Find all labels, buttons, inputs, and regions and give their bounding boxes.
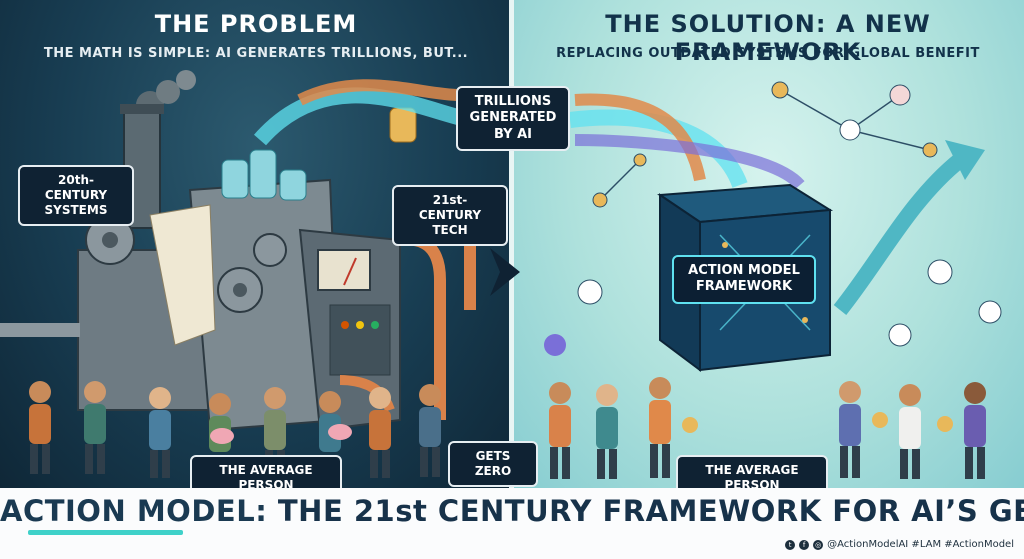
data-flow: [253, 79, 805, 190]
twitter-icon: t: [785, 539, 796, 550]
solution-subtitle: REPLACING OUTDATED SYSTEMS FOR GLOBAL BE…: [556, 46, 980, 61]
people-right: [549, 377, 986, 479]
social-handles: t f ◎ @ActionModelAI #LAM #ActionModel: [785, 539, 1014, 550]
problem-title: THE PROBLEM: [154, 10, 358, 38]
footer-title-rest: THE 21st CENTURY FRAMEWORK FOR AI’S GENE…: [277, 494, 1024, 528]
growth-arrow: [833, 153, 966, 315]
label-trillions-generated: TRILLIONS GENERATED BY AI: [456, 86, 570, 151]
solution-title: THE SOLUTION: A NEW FRAMEWORK: [605, 10, 931, 66]
problem-subtitle: THE MATH IS SIMPLE: AI GENERATES TRILLIO…: [43, 46, 469, 61]
label-20th-century-systems: 20th-CENTURY SYSTEMS: [18, 165, 134, 226]
label-21st-century-tech: 21st-CENTURY TECH: [392, 185, 508, 246]
footer-banner: ACTION MODEL: THE 21st CENTURY FRAMEWORK…: [0, 488, 1024, 559]
facebook-icon: f: [799, 539, 810, 550]
label-gets-zero: GETS ZERO: [448, 441, 538, 487]
instagram-icon: ◎: [813, 539, 824, 550]
illustration: [0, 70, 1002, 479]
footer-underline: [28, 530, 183, 535]
footer-title: ACTION MODEL: THE 21st CENTURY FRAMEWORK…: [0, 494, 1024, 528]
footer-title-prefix: ACTION MODEL:: [0, 494, 268, 528]
benefit-icons: [544, 259, 1002, 356]
old-machine: [0, 178, 476, 432]
coin-stacks: [221, 107, 417, 201]
panel-divider: [509, 0, 514, 488]
right-arrow-icon: [490, 248, 520, 296]
social-text: @ActionModelAI #LAM #ActionModel: [827, 539, 1014, 550]
label-action-model-framework: ACTION MODEL FRAMEWORK: [672, 255, 816, 304]
network-nodes: [592, 81, 938, 208]
